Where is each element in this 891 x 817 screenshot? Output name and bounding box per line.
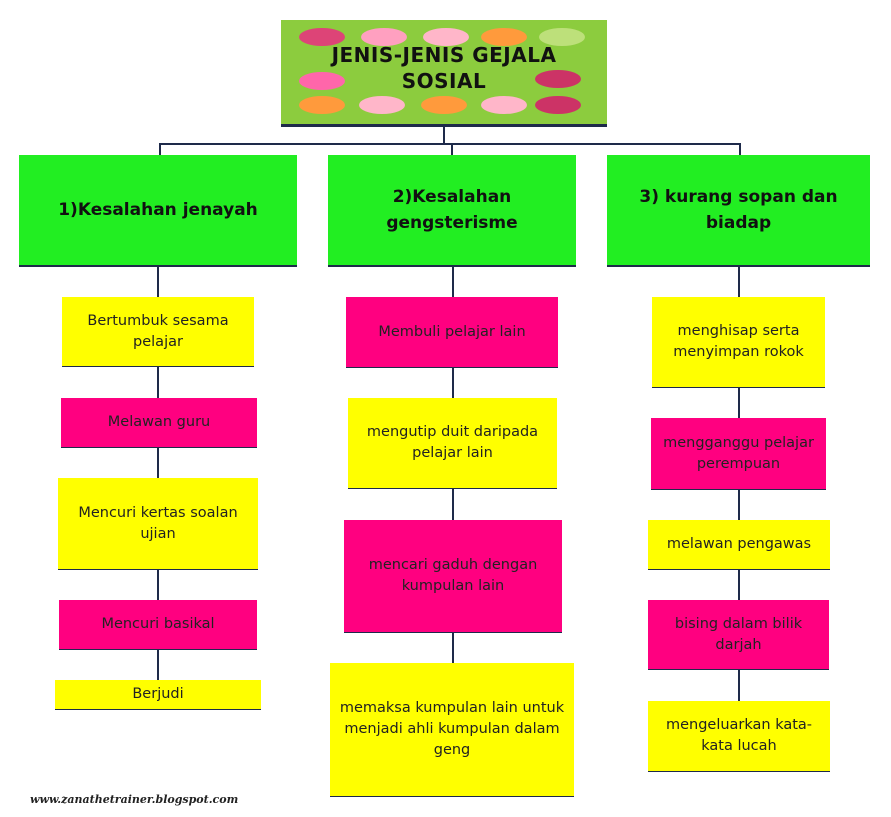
connector-horizontal bbox=[159, 143, 741, 145]
title-line-1: JENIS-JENIS GEJALA bbox=[281, 42, 607, 68]
category-label: gengsterisme bbox=[386, 210, 517, 236]
item-text: mengutip duit daripada pelajar lain bbox=[354, 422, 551, 464]
category-label: 3) kurang sopan dan bbox=[639, 184, 837, 210]
category-box-1: 1)Kesalahan jenayah bbox=[19, 155, 297, 267]
item-text: mencari gaduh dengan kumpulan lain bbox=[350, 555, 556, 597]
list-item: bising dalam bilik darjah bbox=[648, 600, 829, 670]
connector-title-down bbox=[443, 124, 445, 144]
decor-oval bbox=[359, 96, 405, 114]
list-item: Mencuri kertas soalan ujian bbox=[58, 478, 258, 570]
footer-url: www.zanathetrainer.blogspot.com bbox=[30, 793, 238, 806]
category-label: 2)Kesalahan bbox=[386, 184, 517, 210]
diagram-title: JENIS-JENIS GEJALA SOSIAL bbox=[281, 42, 607, 94]
item-text: mengeluarkan kata-kata lucah bbox=[654, 715, 824, 757]
item-text: Bertumbuk sesama pelajar bbox=[68, 311, 248, 353]
decor-oval bbox=[299, 96, 345, 114]
category-box-2: 2)Kesalahan gengsterisme bbox=[328, 155, 576, 267]
list-item: Berjudi bbox=[55, 680, 261, 710]
list-item: menghisap serta menyimpan rokok bbox=[652, 297, 825, 388]
list-item: mencari gaduh dengan kumpulan lain bbox=[344, 520, 562, 633]
list-item: melawan pengawas bbox=[648, 520, 830, 570]
item-text: Membuli pelajar lain bbox=[378, 322, 525, 343]
list-item: memaksa kumpulan lain untuk menjadi ahli… bbox=[330, 663, 574, 797]
decor-oval bbox=[481, 96, 527, 114]
item-text: Mencuri kertas soalan ujian bbox=[64, 503, 252, 545]
decor-oval bbox=[421, 96, 467, 114]
list-item: mengeluarkan kata-kata lucah bbox=[648, 701, 830, 772]
list-item: mengutip duit daripada pelajar lain bbox=[348, 398, 557, 489]
item-text: Mencuri basikal bbox=[101, 614, 214, 635]
item-text: memaksa kumpulan lain untuk menjadi ahli… bbox=[336, 698, 568, 761]
item-text: mengganggu pelajar perempuan bbox=[657, 433, 820, 475]
decor-oval bbox=[535, 96, 581, 114]
category-box-3: 3) kurang sopan dan biadap bbox=[607, 155, 870, 267]
item-text: Berjudi bbox=[132, 684, 183, 705]
category-label: 1)Kesalahan jenayah bbox=[58, 197, 258, 223]
title-box: JENIS-JENIS GEJALA SOSIAL bbox=[281, 20, 607, 127]
category-label: biadap bbox=[639, 210, 837, 236]
item-text: bising dalam bilik darjah bbox=[654, 614, 823, 656]
list-item: Melawan guru bbox=[61, 398, 257, 448]
list-item: Bertumbuk sesama pelajar bbox=[62, 297, 254, 367]
title-line-2: SOSIAL bbox=[281, 68, 607, 94]
list-item: Membuli pelajar lain bbox=[346, 297, 558, 368]
list-item: mengganggu pelajar perempuan bbox=[651, 418, 826, 490]
item-text: menghisap serta menyimpan rokok bbox=[658, 321, 819, 363]
item-text: Melawan guru bbox=[108, 412, 210, 433]
item-text: melawan pengawas bbox=[667, 534, 811, 555]
list-item: Mencuri basikal bbox=[59, 600, 257, 650]
